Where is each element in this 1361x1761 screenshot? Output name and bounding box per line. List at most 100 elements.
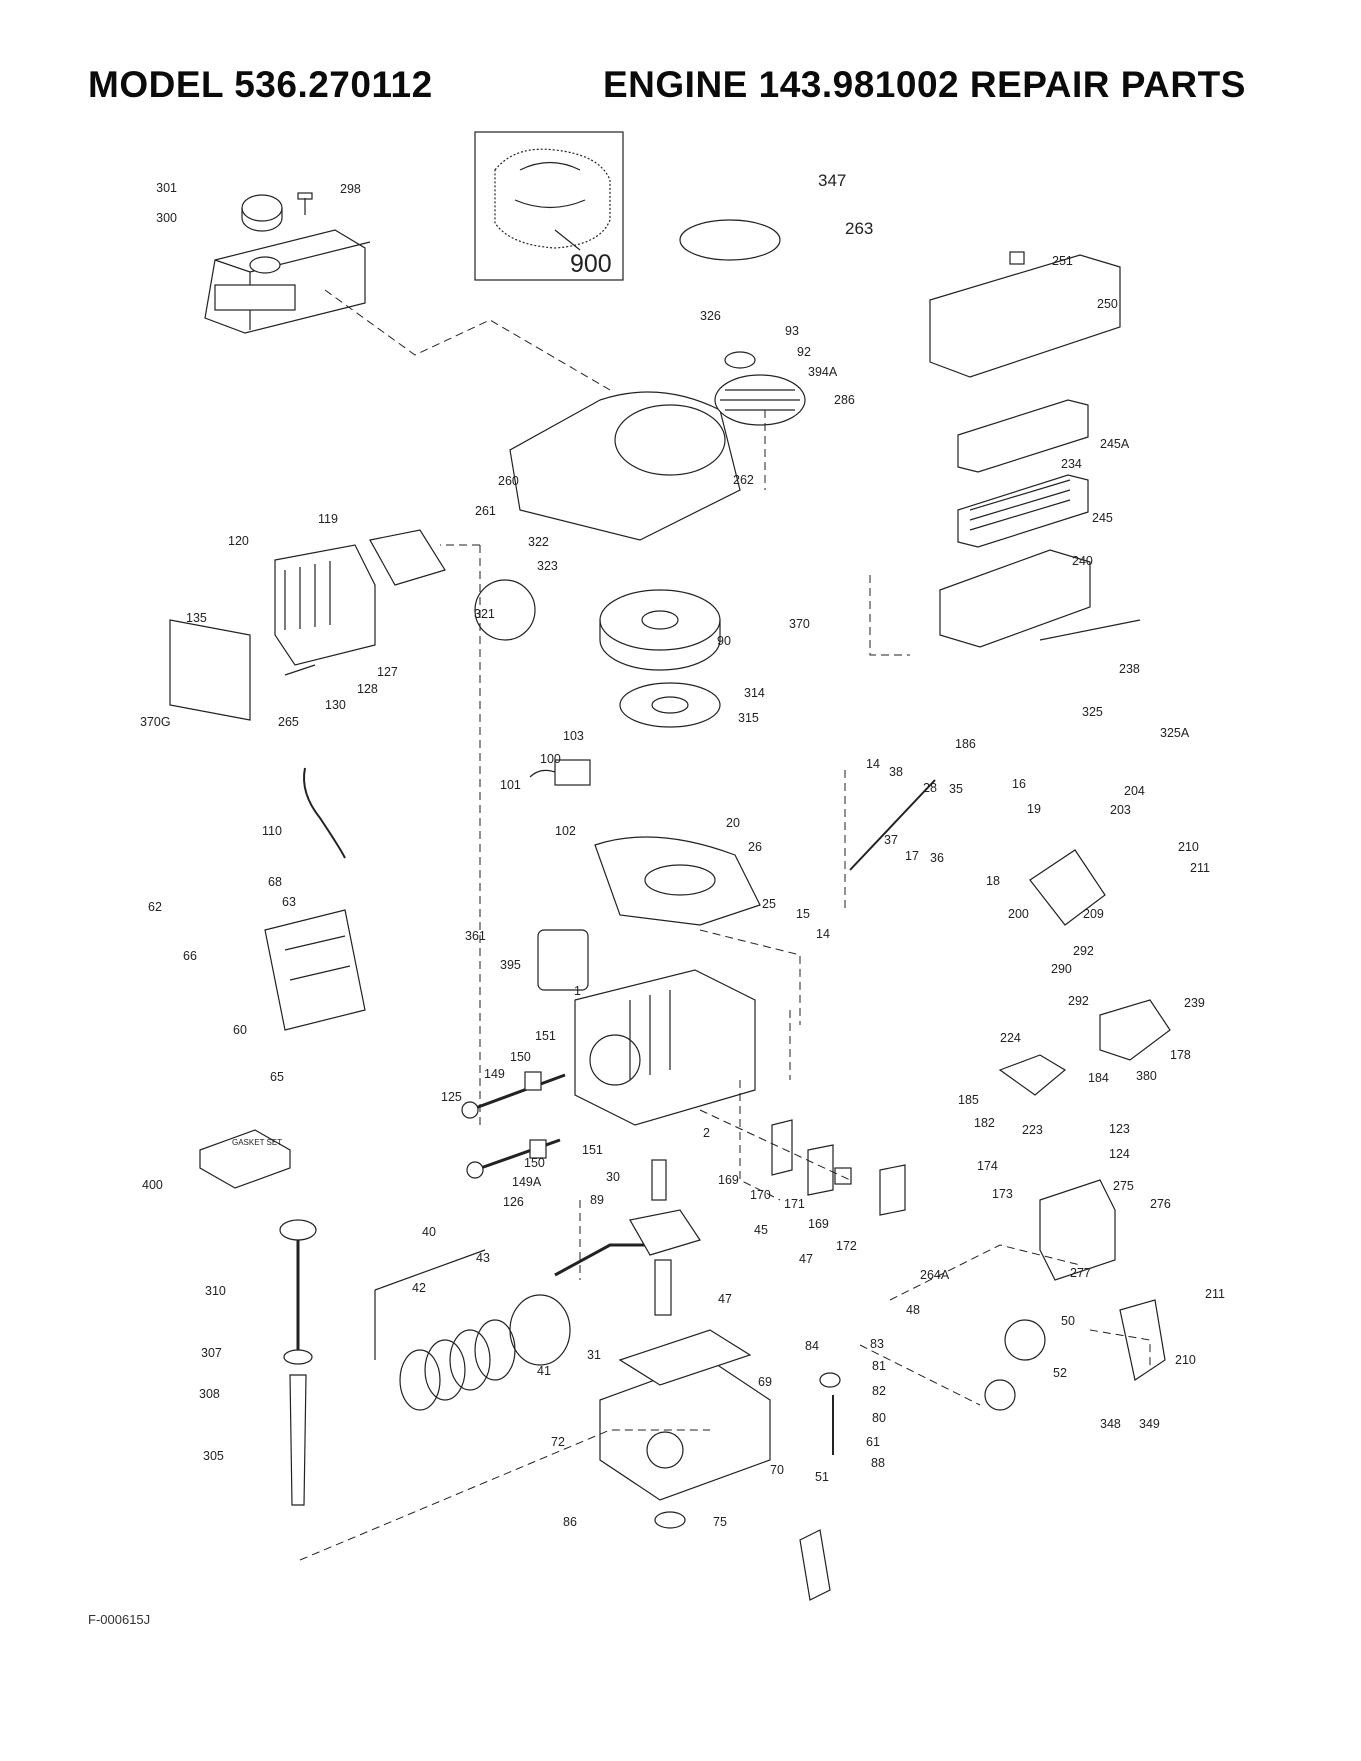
part-callout-310: 310 [205, 1284, 226, 1298]
part-callout-101: 101 [500, 778, 521, 792]
part-callout-314: 314 [744, 686, 765, 700]
valve-cover [169, 619, 251, 721]
part-callout-370: 370 [789, 617, 810, 631]
part-callout-224: 224 [1000, 1031, 1021, 1045]
part-callout-182: 182 [974, 1116, 995, 1130]
fuel-cap-shape [241, 194, 283, 222]
part-callout-130: 130 [325, 698, 346, 712]
part-callout-394A: 394A [808, 365, 838, 379]
part-callout-150: 150 [510, 1050, 531, 1064]
part-callout-26: 26 [748, 840, 762, 854]
part-callout-123: 123 [1109, 1122, 1130, 1136]
part-callout-286: 286 [834, 393, 855, 407]
cylinder-block [574, 969, 756, 1126]
ignition-module [554, 759, 591, 786]
part-callout-186: 186 [955, 737, 976, 751]
part-callout-239: 239 [1184, 996, 1205, 1010]
part-callout-211: 211 [1205, 1287, 1225, 1301]
part-callout-347: 347 [818, 171, 846, 190]
part-callout-75: 75 [713, 1515, 727, 1529]
oil-fill-extension [799, 1529, 831, 1601]
part-callout-298: 298 [340, 182, 361, 196]
stator [619, 682, 721, 728]
sump-gasket [618, 1329, 752, 1386]
part-callout-88: 88 [871, 1456, 885, 1470]
part-callout-81: 81 [872, 1359, 886, 1373]
part-callout-35: 35 [949, 782, 963, 796]
part-callout-308: 308 [199, 1387, 220, 1401]
part-callout-66: 66 [183, 949, 197, 963]
part-callout-92: 92 [797, 345, 811, 359]
crankshaft [629, 1209, 701, 1256]
part-callout-370G: 370G [140, 715, 171, 729]
part-callout-325A: 325A [1160, 726, 1190, 740]
part-callout-151: 151 [582, 1143, 603, 1157]
part-callout-20: 20 [726, 816, 740, 830]
part-callout-14: 14 [816, 927, 830, 941]
part-callout-172: 172 [836, 1239, 857, 1253]
part-callout-89: 89 [590, 1193, 604, 1207]
intake-valve [474, 1138, 561, 1172]
part-callout-210: 210 [1178, 840, 1199, 854]
part-callout-307: 307 [201, 1346, 222, 1360]
part-callout-100: 100 [540, 752, 561, 766]
part-callout-18: 18 [986, 874, 1000, 888]
part-callout-102: 102 [555, 824, 576, 838]
part-callout-149: 149 [484, 1067, 505, 1081]
part-callout-234: 234 [1061, 457, 1082, 471]
part-callout-323: 323 [537, 559, 558, 573]
part-callout-93: 93 [785, 324, 799, 338]
governor-gear [819, 1372, 841, 1388]
part-callout-315: 315 [738, 711, 759, 725]
part-callout-70: 70 [770, 1463, 784, 1477]
part-callout-251: 251 [1052, 254, 1073, 268]
part-callout-83: 83 [870, 1337, 884, 1351]
part-callout-169: 169 [808, 1217, 829, 1231]
part-callout-41: 41 [537, 1364, 551, 1378]
inset-label: 900 [570, 250, 612, 278]
part-callout-25: 25 [762, 897, 776, 911]
part-callout-62: 62 [148, 900, 162, 914]
part-callout-169: 169 [718, 1173, 739, 1187]
rotating-screen [679, 219, 781, 261]
carburetor [1099, 999, 1171, 1061]
ground-wire [303, 767, 346, 859]
part-callout-126: 126 [503, 1195, 524, 1209]
part-callout-211: 211 [1190, 861, 1210, 875]
part-callout-2: 2 [703, 1126, 710, 1140]
part-callout-72: 72 [551, 1435, 565, 1449]
part-callout-63: 63 [282, 895, 296, 909]
engine-bracket [264, 909, 366, 1031]
part-callout-119: 119 [318, 512, 338, 526]
part-callout-69: 69 [758, 1375, 772, 1389]
part-callout-128: 128 [357, 682, 378, 696]
part-callout-86: 86 [563, 1515, 577, 1529]
part-callout-174: 174 [977, 1159, 998, 1173]
part-callout-43: 43 [476, 1251, 490, 1265]
part-callout-127: 127 [377, 665, 398, 679]
part-callout-290: 290 [1051, 962, 1072, 976]
flywheel [599, 589, 721, 651]
part-callout-15: 15 [796, 907, 810, 921]
part-callout-245A: 245A [1100, 437, 1130, 451]
part-callout-50: 50 [1061, 1314, 1075, 1328]
part-callout-245: 245 [1092, 511, 1113, 525]
part-callout-276: 276 [1150, 1197, 1171, 1211]
part-callout-36: 36 [930, 851, 944, 865]
part-callout-51: 51 [815, 1470, 829, 1484]
part-callout-37: 37 [884, 833, 898, 847]
air-baffle [594, 836, 761, 926]
air-filter-base [939, 549, 1091, 648]
part-callout-292: 292 [1073, 944, 1094, 958]
part-callout-45: 45 [754, 1223, 768, 1237]
part-callout-325: 325 [1082, 705, 1103, 719]
dipstick-cap [279, 1219, 317, 1241]
part-callout-28: 28 [923, 781, 937, 795]
crankshaft-end [651, 1159, 667, 1201]
part-callout-150: 150 [524, 1156, 545, 1170]
part-callout-184: 184 [1088, 1071, 1109, 1085]
footer-code: F-000615J [88, 1612, 151, 1627]
part-callout-210: 210 [1175, 1353, 1196, 1367]
part-callout-19: 19 [1027, 802, 1041, 816]
spark-plug-magnifier [474, 579, 536, 641]
